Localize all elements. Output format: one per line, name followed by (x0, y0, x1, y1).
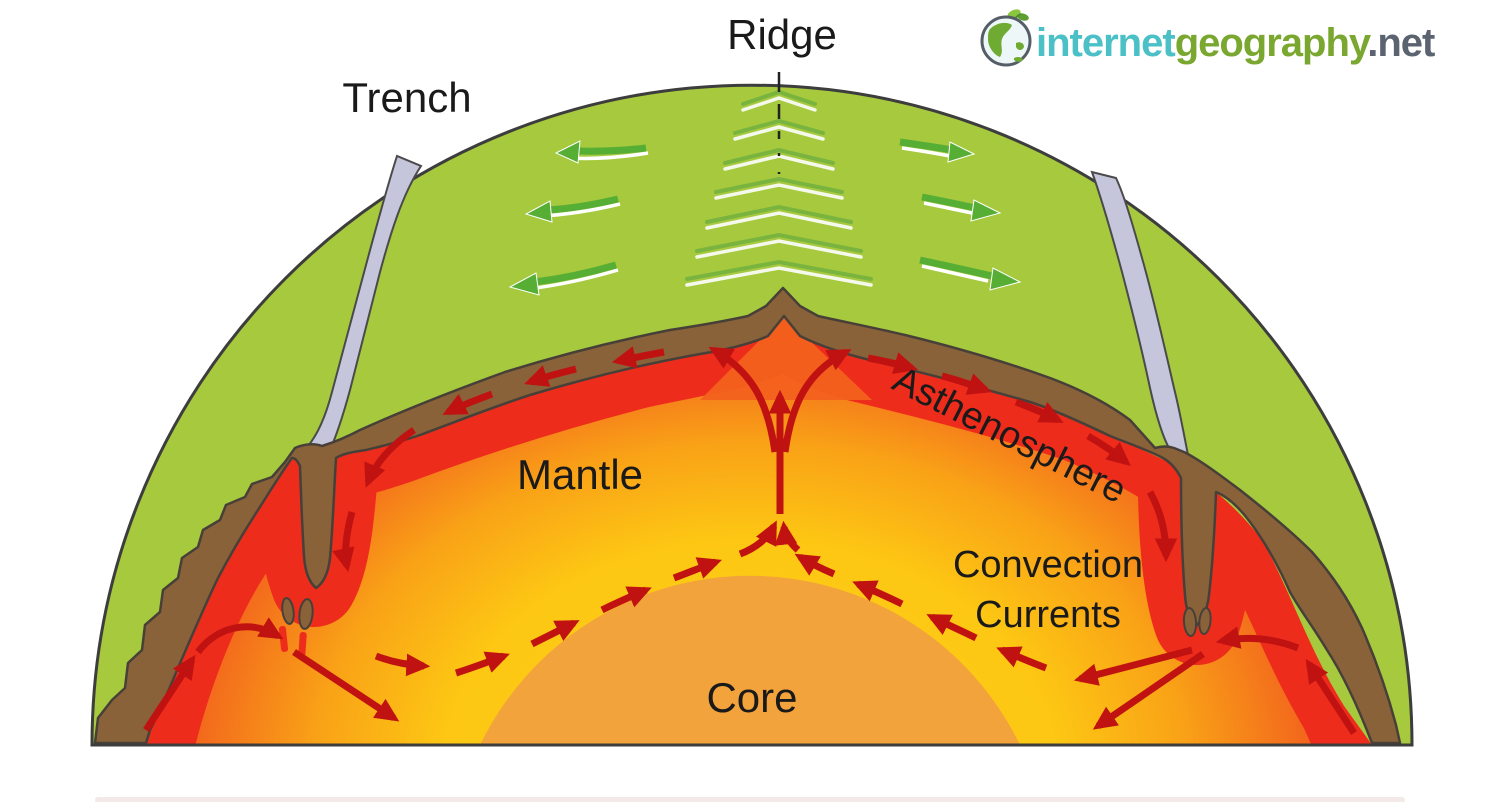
page-bottom-bar (95, 797, 1405, 802)
globe-icon (980, 9, 1032, 67)
convection-currents-label-line2: Currents (975, 594, 1121, 636)
core-region (480, 575, 1020, 745)
logo: internetgeography.net (980, 9, 1436, 67)
ridge-chevrons (685, 89, 873, 287)
core-label: Core (706, 674, 797, 721)
mantle-label: Mantle (517, 451, 643, 498)
ridge-magma-plume (700, 316, 872, 400)
convection-currents-label-line1: Convection (953, 544, 1143, 586)
ridge-label: Ridge (727, 11, 837, 58)
plate-motion-arrows (508, 138, 1022, 296)
logo-text: internetgeography.net (1036, 21, 1435, 65)
trench-label: Trench (342, 74, 471, 121)
convection-arrows (143, 346, 1357, 735)
